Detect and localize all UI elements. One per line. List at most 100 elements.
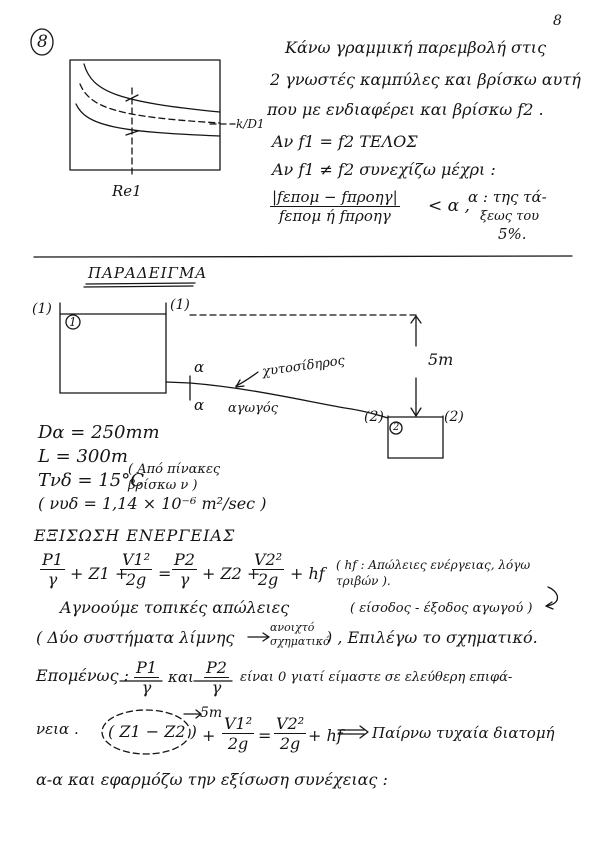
z-value-arrowhead (195, 709, 202, 719)
step-number: 8 (37, 32, 48, 52)
final-hf: + hf (308, 726, 343, 745)
energy-title: ΕΞΙΣΩΣΗ ΕΝΕΡΓΕΙΑΣ (34, 526, 236, 545)
final-note: Παίρνω τυχαία διατομή (372, 724, 555, 742)
systems-arrowhead (262, 632, 270, 642)
given-note: ( Από πίνακες βρίσκω ν ) (128, 462, 221, 494)
final-v2: V2² (274, 714, 307, 734)
given-diameter: Dα = 250mm (38, 422, 160, 443)
final-g1: 2g (227, 734, 249, 753)
therefore-label: Επομένως : (36, 666, 130, 685)
final-v2-frac: V2² 2g (274, 714, 307, 753)
eq-v2-frac: V2² 2g (252, 550, 285, 589)
title-underline-2 (83, 285, 194, 288)
final-equals: = (258, 726, 272, 745)
tank1-label-right: (1) (170, 297, 190, 313)
ignore-note: ( είσοδος - έξοδος αγωγού ) (350, 601, 533, 616)
pipe-line (165, 381, 389, 419)
text-line-4: Αν f1 = f2 ΤΕΛΟΣ (272, 132, 418, 151)
tank2-inner-label: 2 (393, 422, 400, 433)
tank2-label-left: (2) (364, 409, 384, 425)
criterion-lt: < α , (428, 196, 470, 216)
eq-p2-frac: P2 γ (172, 552, 197, 588)
surface-end: νεια . (36, 720, 79, 738)
eq-hf: + hf (290, 564, 325, 583)
moody-curve-interpolated (79, 83, 221, 124)
final-v1-frac: V1² 2g (222, 714, 255, 753)
systems-note-1: ανοιχτό (270, 621, 315, 634)
nu-value: ( νυδ = 1,14 × 10⁻⁶ m²/sec ) (38, 494, 267, 513)
curl-arrowhead (545, 601, 554, 610)
eq-z1: + Z1 + (70, 564, 129, 583)
ignore-line: Αγνοούμε τοπικές απώλειες (60, 598, 290, 617)
eq-v1: V1² (120, 550, 153, 570)
height-arrowhead-top (410, 315, 422, 324)
moody-curve-lower (75, 103, 221, 137)
z-value: 5m (200, 705, 223, 721)
given-temperature: Tνδ = 15°C (38, 470, 144, 491)
final-plus: + (202, 726, 216, 745)
systems-note-2: σχηματικό (270, 635, 330, 648)
height-label: 5m (428, 350, 454, 369)
tank2-label-right: (2) (444, 409, 464, 425)
therefore-p2-frac: P2 γ (204, 660, 229, 696)
eq-gamma2: γ (179, 570, 190, 589)
eq-p1: P1 (40, 550, 65, 570)
tank1-inner-circle (65, 314, 81, 330)
therefore-g2: γ (211, 678, 222, 697)
final-g2: 2g (279, 734, 301, 753)
therefore-p1: P1 (134, 658, 159, 678)
eq-equals: = (158, 564, 172, 583)
eq-p1-frac: P1 γ (40, 552, 65, 588)
z-diff-circle (101, 709, 191, 755)
systems-line: ( Δύο συστήματα λίμνης (36, 628, 235, 647)
text-line-2: 2 γνωστές καμπύλες και βρίσκω αυτή (270, 70, 581, 89)
z-diff: ( Z1 − Z2 ) (108, 722, 197, 741)
pipe-label: αγωγός (228, 401, 279, 416)
intersection-tick-lower (125, 130, 139, 136)
eq-gamma1: γ (47, 570, 58, 589)
therefore-p2: P2 (204, 658, 229, 678)
graph-kd-label: k/D1 (236, 117, 265, 131)
title-underline (85, 282, 196, 285)
material-pointer-head (235, 379, 245, 388)
moody-graph-frame (69, 59, 221, 171)
step-circle (30, 28, 54, 56)
eq-v2: V2² (252, 550, 285, 570)
tank1-label-left: (1) (32, 301, 52, 317)
material-pointer (235, 371, 259, 387)
criterion-denominator: fεπομ ή fπροηγ (278, 207, 391, 225)
curl-arrow (545, 586, 559, 607)
example-title: ΠΑΡΑΔΕΙΓΜΑ (88, 264, 208, 282)
eq-hf-note: ( hf : Απώλειες ενέργειας, λόγω τριβών )… (336, 558, 531, 588)
criterion-fraction: |fεπομ − fπροηγ| fεπομ ή fπροηγ (270, 190, 400, 224)
tank1-inner-label: 1 (69, 315, 77, 329)
section-label-bottom: α (194, 396, 205, 414)
text-line-1: Κάνω γραμμική παρεμβολή στις (285, 38, 547, 57)
height-arrowhead-bottom (410, 407, 422, 417)
final-v1: V1² (222, 714, 255, 734)
therefore-p1-frac: P1 γ (134, 660, 159, 696)
section-label-top: α (194, 358, 205, 376)
eq-v1-frac: V1² 2g (120, 550, 153, 589)
last-line: α-α και εφαρμόζω την εξίσωση συνέχειας : (36, 770, 388, 789)
therefore-g1: γ (141, 678, 152, 697)
criterion-a-3: 5%. (498, 225, 527, 243)
given-length: L = 300m (38, 446, 128, 467)
eq-2g2: 2g (257, 570, 279, 589)
therefore-and: και (168, 668, 194, 686)
eq-p2: P2 (172, 550, 197, 570)
criterion-a-2: ξεως του (480, 209, 540, 224)
graph-re-label: Re1 (112, 182, 142, 200)
intersection-tick-upper (125, 94, 139, 102)
therefore-text: είναι 0 γιατί είμαστε σε ελεύθερη επιφά- (240, 670, 513, 685)
text-line-3: που με ενδιαφέρει και βρίσκω f2 . (267, 100, 544, 119)
criterion-numerator: |fεπομ − fπροηγ| (270, 188, 400, 207)
tank2-inner-circle (389, 421, 403, 435)
text-line-5: Αν f1 ≠ f2 συνεχίζω μέχρι : (272, 160, 496, 179)
eq-z2: + Z2 + (202, 564, 261, 583)
eq-2g1: 2g (125, 570, 147, 589)
section-separator (33, 255, 573, 258)
criterion-a: α : της τά- (468, 188, 547, 206)
final-arrowhead (359, 725, 369, 739)
